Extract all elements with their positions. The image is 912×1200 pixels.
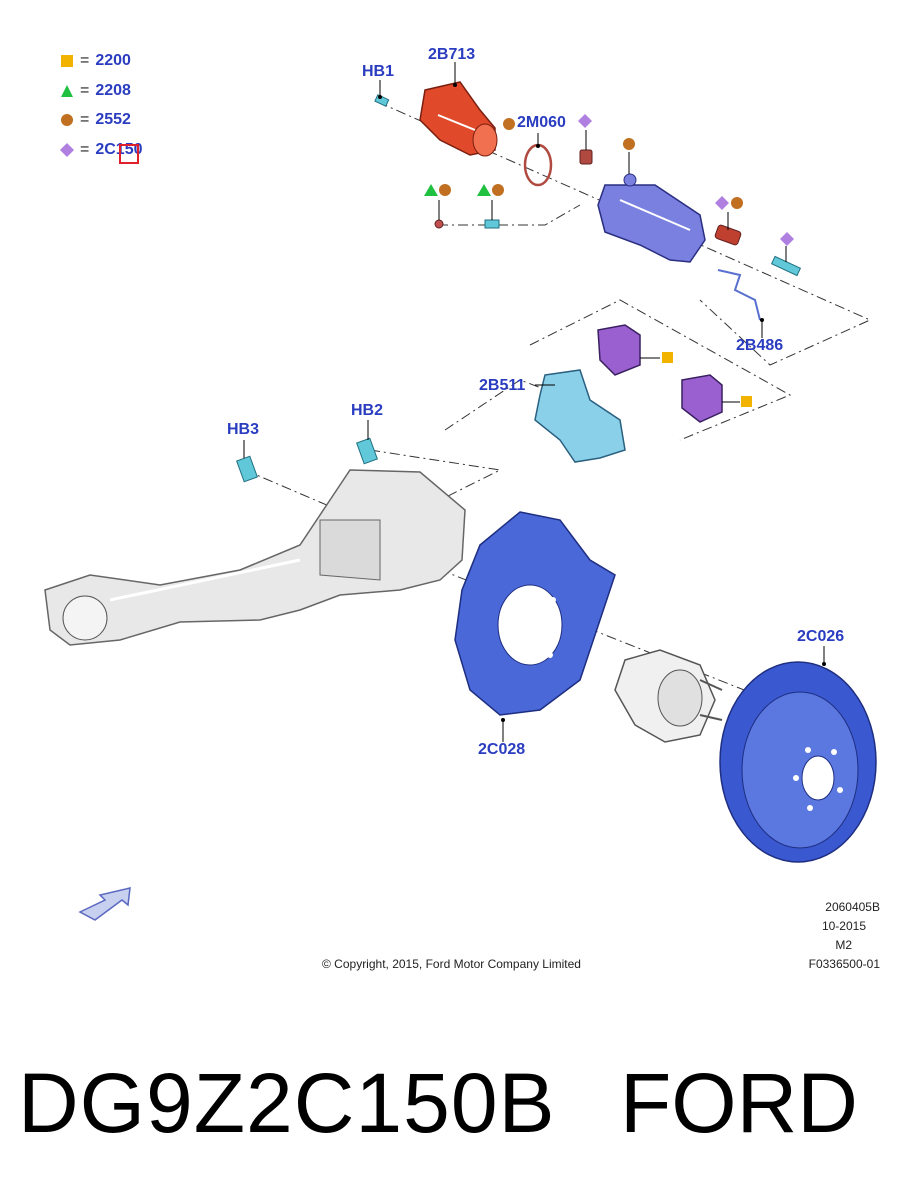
copyright-notice: © Copyright, 2015, Ford Motor Company Li… bbox=[322, 957, 581, 971]
guide-pin-part bbox=[484, 219, 500, 229]
callout-2b511: 2B511 bbox=[479, 377, 526, 394]
legend-row-2208: = 2208 bbox=[60, 82, 131, 100]
highlight-marker bbox=[119, 144, 139, 164]
meta-figure: F0336500-01 bbox=[808, 957, 880, 971]
callout-2b486: 2B486 bbox=[736, 337, 784, 354]
callout-hb2: HB2 bbox=[351, 402, 384, 419]
legend-code: 2552 bbox=[95, 111, 131, 128]
bushing-part bbox=[714, 224, 742, 246]
meta-model: M2 bbox=[835, 938, 852, 952]
callout-hb1: HB1 bbox=[362, 63, 395, 80]
slide-pin-part bbox=[770, 255, 802, 277]
square-symbol-icon bbox=[60, 54, 74, 68]
callout-2c028: 2C028 bbox=[478, 741, 526, 758]
anti-rattle-spring-part bbox=[717, 269, 761, 321]
brand-title: FORD bbox=[620, 1056, 858, 1150]
bleeder-cap-part bbox=[579, 149, 593, 165]
o-ring-part bbox=[523, 143, 553, 187]
meta-date: 10-2015 bbox=[821, 919, 866, 933]
triangle-symbol-icon bbox=[60, 84, 74, 98]
legend-equals: = bbox=[80, 111, 90, 128]
small-pin-part bbox=[434, 219, 444, 229]
legend-code: 2200 bbox=[95, 52, 131, 69]
caliper-body-part bbox=[597, 173, 706, 263]
meta-ref: 2060405B bbox=[825, 900, 880, 914]
brake-pad-outer-part bbox=[681, 374, 723, 423]
brake-pad-inner-part bbox=[597, 324, 641, 376]
caliper-actuator-part bbox=[419, 81, 498, 157]
callout-2m060: 2M060 bbox=[517, 114, 566, 131]
legend-row-2552: = 2552 bbox=[60, 111, 131, 129]
footer-caption bbox=[0, 1000, 912, 1200]
diamond-symbol-icon bbox=[60, 143, 74, 157]
legend-code: 2208 bbox=[95, 82, 131, 99]
legend-row-2200: = 2200 bbox=[60, 52, 131, 70]
exploded-view-drawing bbox=[44, 62, 877, 921]
direction-arrow-icon bbox=[78, 887, 131, 921]
callout-2c026: 2C026 bbox=[797, 628, 845, 645]
knuckle-arm-part bbox=[44, 469, 466, 646]
circle-symbol-icon bbox=[60, 113, 74, 127]
legend-equals: = bbox=[80, 52, 90, 69]
brake-rotor-part bbox=[719, 661, 877, 863]
legend-equals: = bbox=[80, 141, 90, 158]
callout-hb3: HB3 bbox=[227, 421, 260, 438]
part-number-title: DG9Z2C150B bbox=[18, 1056, 556, 1150]
hub-bearing-part bbox=[614, 649, 723, 743]
hb3-bolt-part bbox=[236, 455, 258, 483]
caliper-bracket-part bbox=[534, 369, 626, 463]
legend-equals: = bbox=[80, 82, 90, 99]
hb2-bolt-part bbox=[356, 437, 378, 465]
callout-2b713: 2B713 bbox=[428, 46, 476, 63]
splash-shield-part bbox=[454, 511, 616, 716]
diagram-stage: = 2200 = 2208 = 2552 = 2C150 HB1 2B713 2… bbox=[44, 46, 880, 971]
